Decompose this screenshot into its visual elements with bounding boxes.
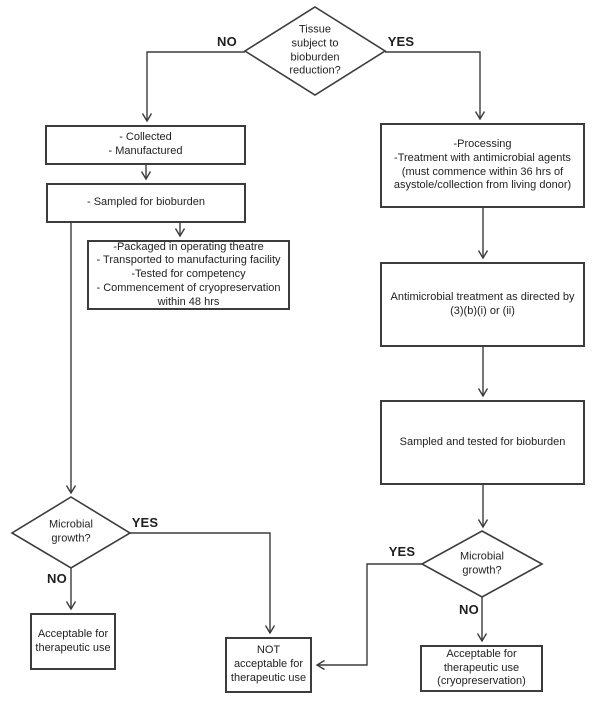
node-antimicrobial-treatment: Antimicrobial treatment as directed by (…	[380, 262, 585, 347]
node-sampled-and-tested: Sampled and tested for bioburden	[380, 400, 585, 485]
node-processing-treatment: -Processing -Treatment with antimicrobia…	[380, 123, 585, 208]
node-packaged-transported: -Packaged in operating theatre - Transpo…	[87, 240, 290, 310]
edge-left-decision-yes	[130, 532, 276, 635]
decision-microbial-right-label: Microbial growth?	[459, 550, 504, 576]
node-acceptable-right: Acceptable for therapeutic use (cryopres…	[420, 645, 543, 692]
node-not-acceptable: NOT acceptable for therapeutic use	[225, 637, 312, 693]
decision-microbial-left-shape	[10, 496, 132, 569]
edge-label-right-yes: YES	[388, 544, 416, 559]
node-collected-manufactured: - Collected - Manufactured	[45, 125, 246, 165]
decision-tissue-label: Tissue subject to bioburden reduction?	[289, 23, 341, 77]
node-sampled-for-bioburden: - Sampled for bioburden	[46, 183, 246, 223]
edge-top-yes	[385, 51, 486, 121]
decision-tissue-shape	[243, 6, 387, 96]
decision-microbial-left-label: Microbial growth?	[48, 518, 93, 544]
edge-top-no	[141, 51, 245, 123]
edge-right-decision-yes	[315, 563, 422, 671]
edge-label-left-no: NO	[47, 571, 67, 586]
edge-label-right-no: NO	[459, 602, 479, 617]
decision-microbial-right-shape	[420, 530, 544, 598]
edge-label-left-yes: YES	[131, 515, 159, 530]
edge-label-top-yes: YES	[387, 34, 415, 49]
edge-label-top-no: NO	[217, 34, 237, 49]
node-acceptable-left: Acceptable for therapeutic use	[30, 613, 116, 670]
